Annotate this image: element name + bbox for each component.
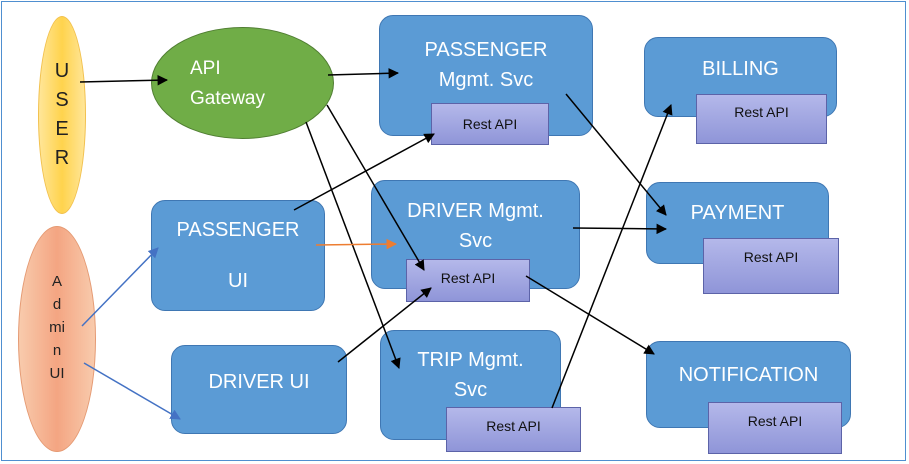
arrow-trip-rest-to-billing bbox=[551, 104, 673, 409]
arrow-driver-rest-to-notification bbox=[525, 275, 655, 355]
arrow-driver-ui-to-driver-rest bbox=[337, 287, 432, 363]
billing-rest-api: Rest API bbox=[696, 94, 827, 144]
admin-ui-actor bbox=[18, 226, 96, 452]
api-gateway-label: API Gateway bbox=[190, 58, 265, 109]
arrow-passenger-mgmt-to-payment bbox=[565, 93, 667, 216]
billing-label: BILLING bbox=[702, 58, 779, 80]
driver-ui-label: DRIVER UI bbox=[208, 371, 310, 393]
passenger-mgmt-rest-api: Rest API bbox=[431, 103, 549, 145]
arrow-gateway-to-passenger-mgmt bbox=[327, 68, 400, 79]
trip-mgmt-label: TRIP Mgmt. Svc bbox=[417, 349, 524, 401]
arrow-passenger-ui-to-passenger-rest bbox=[293, 133, 435, 211]
trip-mgmt-rest-api: Rest API bbox=[446, 407, 581, 452]
arrow-user-to-gateway bbox=[79, 74, 169, 86]
notification-rest-api: Rest API bbox=[708, 402, 842, 454]
driver-mgmt-label: DRIVER Mgmt. Svc bbox=[407, 200, 544, 252]
passenger-ui-label-1: PASSENGER bbox=[176, 219, 300, 241]
arrow-admin-to-driver-ui bbox=[83, 362, 181, 420]
driver-ui: DRIVER UI bbox=[171, 345, 347, 434]
payment-rest-api: Rest API bbox=[703, 238, 839, 294]
arrow-driver-mgmt-to-payment bbox=[572, 223, 668, 235]
user-actor bbox=[38, 16, 86, 214]
arrow-gateway-to-driver-rest bbox=[326, 104, 425, 271]
arrow-passenger-ui-to-driver-mgmt bbox=[315, 238, 398, 250]
passenger-ui-label-2: UI bbox=[228, 270, 248, 292]
admin-ui-label: A d mi n UI bbox=[49, 273, 65, 382]
api-gateway-node bbox=[151, 27, 334, 139]
payment-label: PAYMENT bbox=[690, 202, 785, 224]
arrow-admin-to-passenger-ui bbox=[81, 247, 159, 327]
user-label: U S E R bbox=[54, 60, 70, 169]
notification-label: NOTIFICATION bbox=[678, 364, 819, 386]
passenger-mgmt-label: PASSENGER Mgmt. Svc bbox=[424, 39, 548, 91]
